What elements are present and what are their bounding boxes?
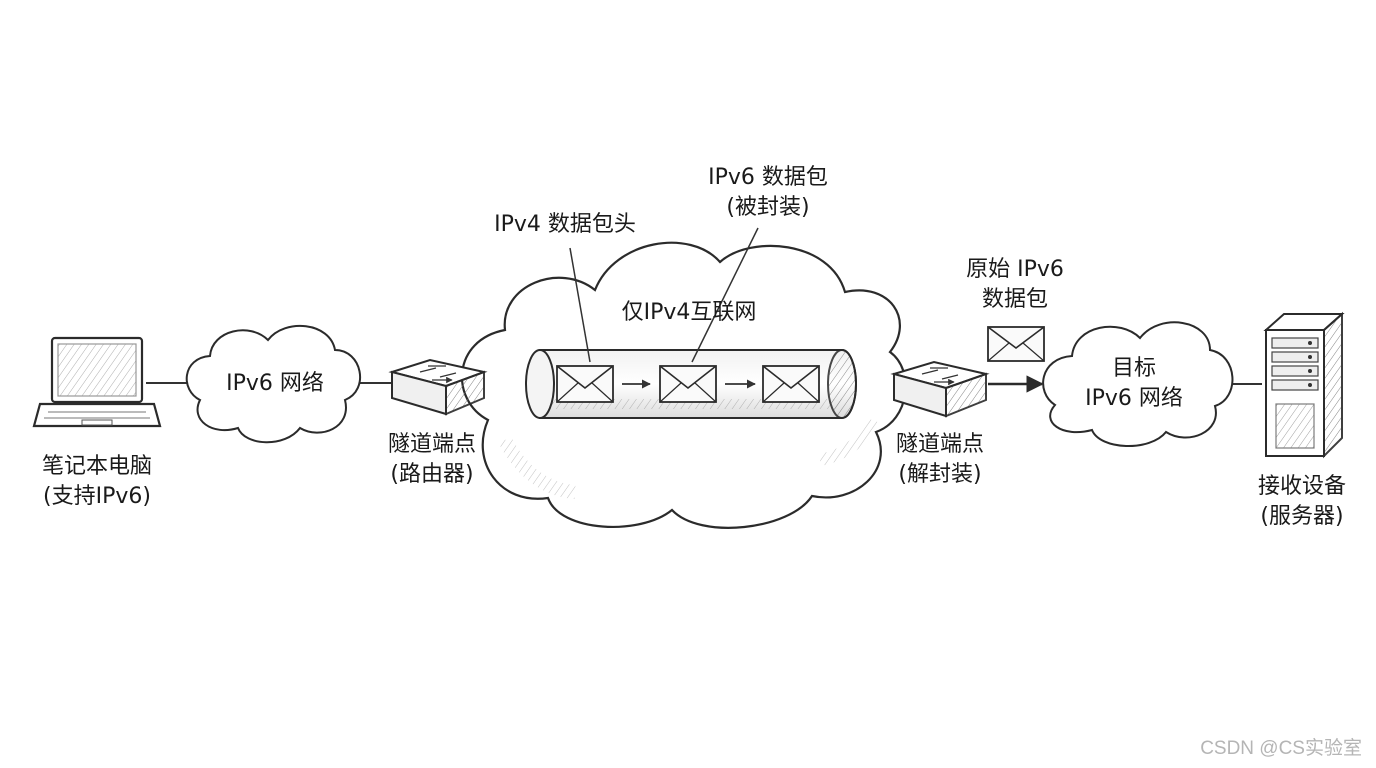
ipv6-packet-label: IPv6 数据包 (被封装) [708,163,828,223]
dest-network-cloud [1042,321,1234,447]
tunnel-entry-line2: (路由器) [390,462,474,487]
ipv6-packet-line2: (被封装) [726,195,810,220]
router-icon [890,360,990,418]
server-icon [1263,311,1345,459]
tunnel-exit-line1: 隧道端点 [895,432,985,457]
server-label-line1: 接收设备 [1257,474,1347,499]
router-icon [388,358,488,416]
tunnel-exit-line2: (解封装) [898,462,982,487]
laptop-label-line2: (支持IPv6) [43,484,151,509]
tunnel-entry-line1: 隧道端点 [387,432,477,457]
laptop-icon [32,336,162,428]
original-packet-label: 原始 IPv6 数据包 [966,255,1064,315]
ipv6-packet-line1: IPv6 数据包 [708,165,828,190]
original-packet-line2: 数据包 [981,287,1049,312]
dest-network-line1: 目标 [1111,356,1157,381]
tunnel-exit-label: 隧道端点 (解封装) [896,430,984,490]
source-network-cloud [185,324,362,444]
envelope-icon [987,326,1045,362]
leader-ipv6-packet [691,227,759,363]
laptop-label-line1: 笔记本电脑 [41,454,153,479]
ipv4-header-label: IPv4 数据包头 [494,212,636,237]
dest-network-line2: IPv6 网络 [1085,386,1183,411]
dest-network-label: 目标 IPv6 网络 [1085,354,1183,414]
original-packet-line1: 原始 IPv6 [966,257,1064,282]
leader-ipv4-header [569,247,591,363]
internet-label: 仅IPv4互联网 [621,300,757,325]
envelope-icon [556,365,614,403]
server-label: 接收设备 (服务器) [1258,472,1346,532]
laptop-label: 笔记本电脑 (支持IPv6) [42,452,152,512]
tunnel-entry-label: 隧道端点 (路由器) [388,430,476,490]
server-label-line2: (服务器) [1260,504,1344,529]
watermark: CSDN @CS实验室 [1200,738,1362,759]
envelope-icon [762,365,820,403]
envelope-icon [659,365,717,403]
source-network-label: IPv6 网络 [226,371,324,396]
